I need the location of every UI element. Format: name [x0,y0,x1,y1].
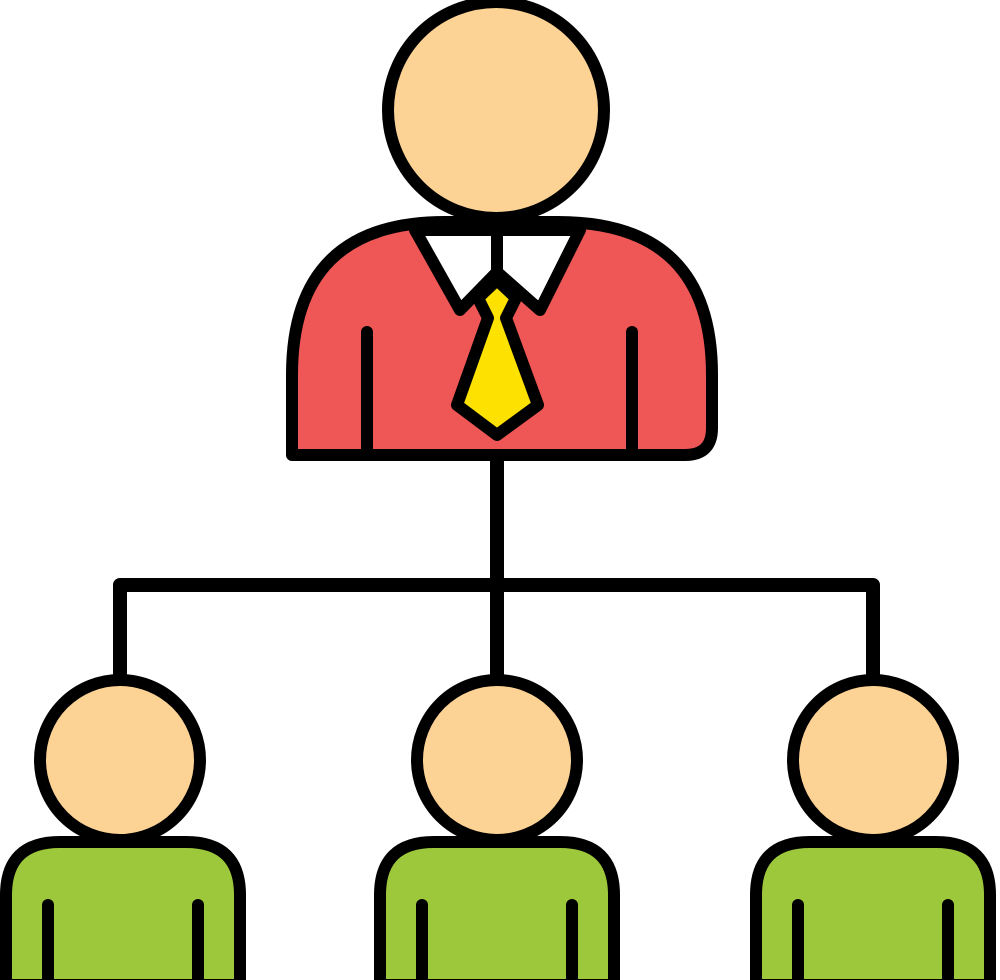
connector-lines [113,455,880,687]
member-head [787,674,959,846]
team-member-right [750,674,996,980]
team-member-left [0,674,246,980]
member-head [411,674,583,846]
leader-collar-right [491,224,586,316]
member-body [0,836,246,980]
leader-head [382,0,610,224]
tie-icon [451,274,544,441]
member-body [374,836,620,980]
team-member-center [374,674,620,980]
leader-figure [286,0,718,461]
member-head [34,674,206,846]
member-body [750,836,996,980]
